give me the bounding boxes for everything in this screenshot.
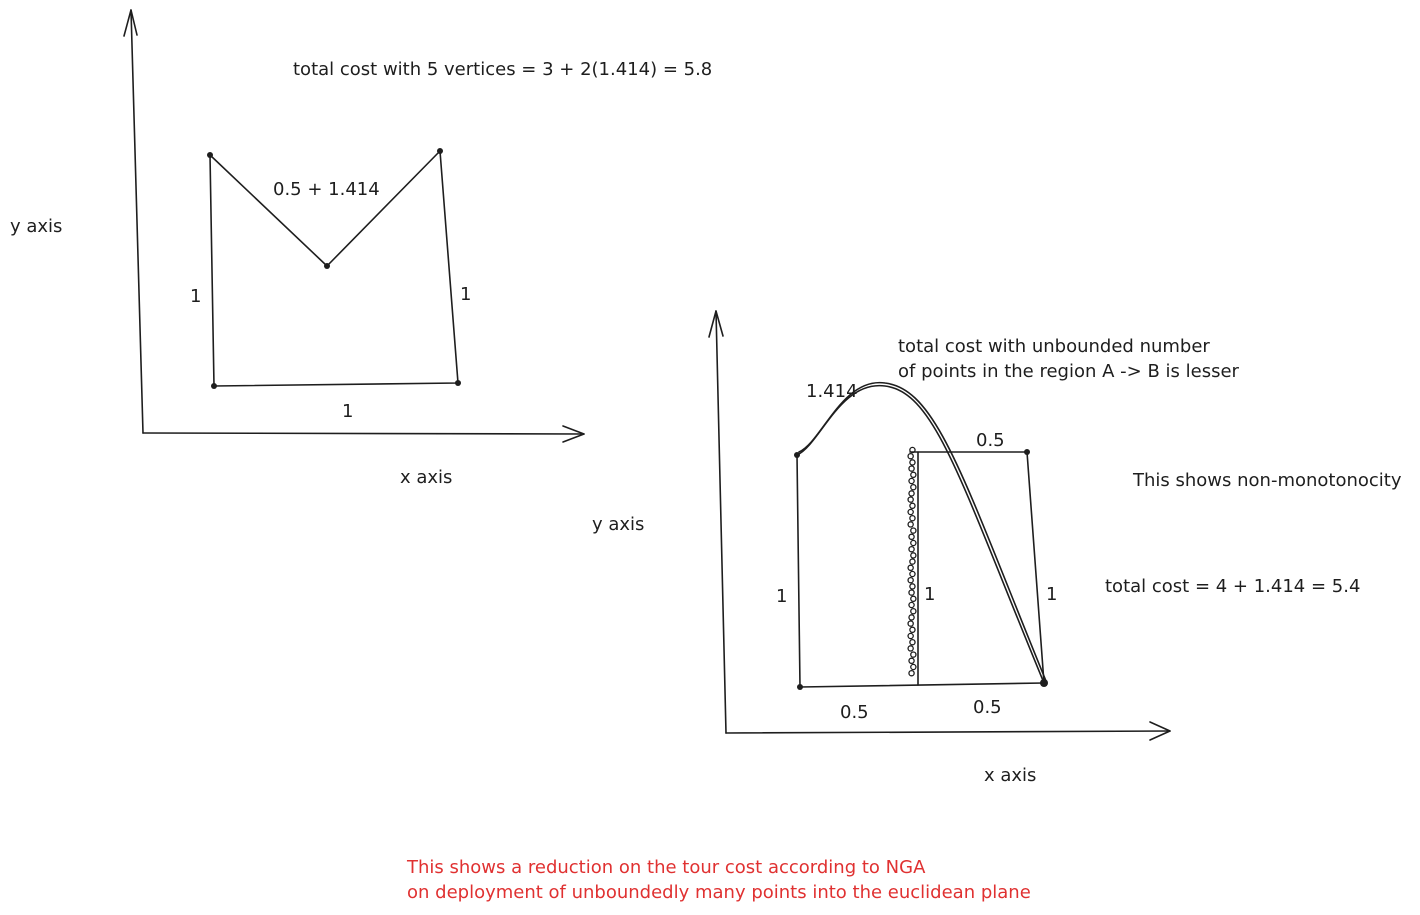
note-line-1: total cost with unbounded number xyxy=(898,336,1210,357)
x-axis-2-arrowhead xyxy=(1149,721,1171,741)
dense-point xyxy=(907,632,914,640)
dense-point xyxy=(910,527,917,534)
dense-point xyxy=(908,477,915,485)
vertex xyxy=(207,152,213,158)
y-axis-1 xyxy=(130,9,144,434)
dense-point xyxy=(907,645,914,652)
dense-point xyxy=(909,626,916,634)
dense-point xyxy=(909,558,916,565)
x-axis-label-2: x axis xyxy=(984,765,1036,786)
footer-line-1: This shows a reduction on the tour cost … xyxy=(406,857,926,878)
title-1: total cost with 5 vertices = 3 + 2(1.414… xyxy=(293,59,712,80)
dense-point xyxy=(908,601,915,609)
tour-2-bottom-edge xyxy=(799,682,1045,688)
total-cost-label: total cost = 4 + 1.414 = 5.4 xyxy=(1105,576,1360,597)
vertex xyxy=(1040,679,1048,687)
dense-point xyxy=(909,446,916,454)
edge-right-label: 1 xyxy=(460,284,471,305)
right-edge-label: 1 xyxy=(1046,584,1057,605)
vertex xyxy=(1024,449,1030,455)
dense-point xyxy=(908,657,915,665)
y-axis-label-1: y axis xyxy=(10,216,62,237)
non-monotonicity-note: This shows non-monotonocity xyxy=(1132,470,1402,491)
middle-edge-label: 1 xyxy=(924,584,935,605)
dense-point xyxy=(908,614,915,621)
vertex xyxy=(211,383,217,389)
tour-2-curve-edge xyxy=(796,385,1045,684)
dense-point xyxy=(907,620,914,627)
x-axis-label-1: x axis xyxy=(400,467,452,488)
vertex xyxy=(324,263,330,269)
dense-point xyxy=(908,669,915,677)
dense-point xyxy=(910,595,917,603)
edge-left-label: 1 xyxy=(190,286,201,307)
dense-point xyxy=(909,638,916,646)
dense-point xyxy=(910,539,917,547)
x-axis-1-arrowhead xyxy=(562,425,585,443)
edge-bottom-label: 1 xyxy=(342,401,353,422)
dense-point xyxy=(908,545,915,553)
dense-point xyxy=(907,452,914,460)
diagram-1: total cost with 5 vertices = 3 + 2(1.414… xyxy=(10,9,712,488)
dense-point xyxy=(909,583,916,590)
vertex xyxy=(797,684,803,690)
left-edge-label: 1 xyxy=(776,586,787,607)
curve-label: 1.414 xyxy=(806,381,858,402)
dense-point xyxy=(907,521,914,528)
tour-2-curve-edge-outline xyxy=(798,382,1047,682)
dense-point xyxy=(909,502,916,510)
x-axis-1 xyxy=(142,432,585,435)
dense-points-column xyxy=(907,446,917,677)
y-axis-2 xyxy=(715,310,727,734)
footer-line-2: on deployment of unboundedly many points… xyxy=(407,882,1031,903)
dense-point xyxy=(910,607,917,615)
edge-v-label: 0.5 + 1.414 xyxy=(273,179,380,200)
dense-point xyxy=(909,570,916,578)
tour-1 xyxy=(209,150,459,387)
vertex xyxy=(455,380,461,386)
bottom-right-label: 0.5 xyxy=(973,697,1002,718)
dense-point xyxy=(907,564,914,572)
dense-point xyxy=(907,508,914,516)
bottom-left-label: 0.5 xyxy=(840,702,869,723)
dense-point xyxy=(908,533,915,541)
vertex xyxy=(794,452,800,458)
note-line-2: of points in the region A -> B is lesser xyxy=(898,361,1240,382)
dense-point xyxy=(910,651,917,658)
tour-2-left-edge xyxy=(796,454,801,688)
top-right-label: 0.5 xyxy=(976,430,1005,451)
dense-point xyxy=(907,576,914,584)
dense-point xyxy=(910,663,917,671)
y-axis-2-arrowhead xyxy=(708,310,724,338)
tour-2-right-edge xyxy=(1026,451,1045,684)
dense-point xyxy=(908,490,915,497)
dense-point xyxy=(910,471,917,479)
vertex xyxy=(437,148,443,154)
y-axis-label-2: y axis xyxy=(592,514,644,535)
x-axis-2 xyxy=(725,730,1171,734)
dense-point xyxy=(909,459,916,466)
dense-point xyxy=(907,496,914,503)
dense-point xyxy=(910,552,917,559)
dense-point xyxy=(908,465,915,472)
dense-point xyxy=(909,514,916,522)
footer-note: This shows a reduction on the tour cost … xyxy=(406,857,1031,903)
diagram-2: total cost with unbounded number of poin… xyxy=(592,310,1402,786)
dense-point xyxy=(908,589,915,596)
y-axis-1-arrowhead xyxy=(123,9,138,37)
dense-point xyxy=(910,483,917,491)
